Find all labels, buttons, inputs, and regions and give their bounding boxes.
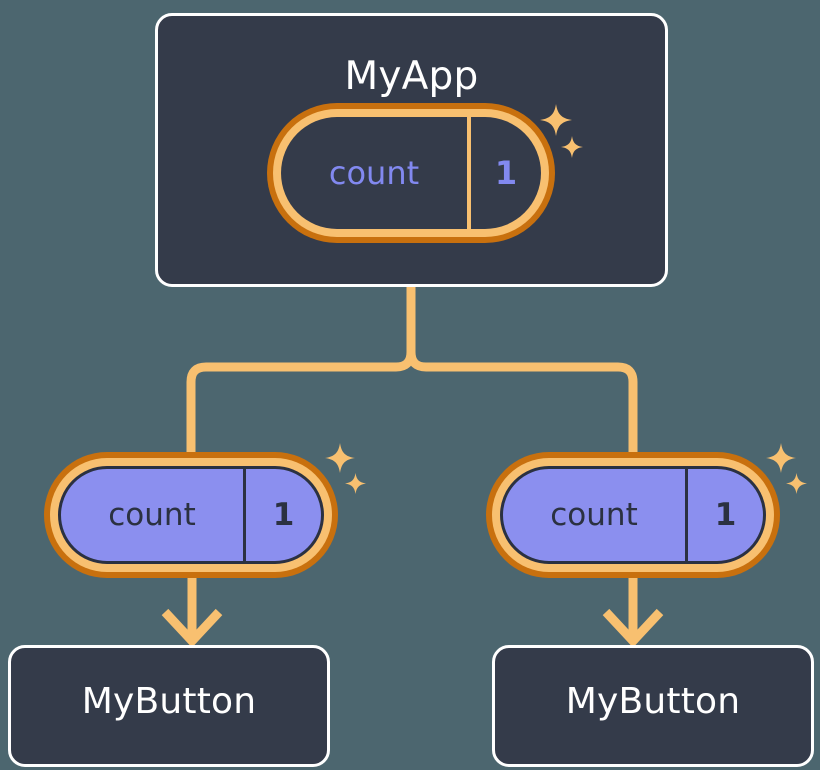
component-label-mybutton-right: MyButton (565, 681, 741, 722)
pill-divider (467, 117, 471, 229)
state-key-label: count (108, 497, 196, 533)
state-value-label: 1 (272, 497, 295, 533)
state-pill-left[interactable]: count 1 (44, 452, 338, 578)
wire-root-to-right (406, 282, 638, 460)
pill-content: count 1 (281, 117, 541, 229)
sparkle-icon (786, 473, 807, 494)
sparkle-icon (345, 473, 366, 494)
sparkle-icon (766, 443, 796, 473)
component-label-mybutton-left: MyButton (81, 681, 257, 722)
component-card-mybutton-right[interactable]: MyButton (492, 645, 814, 767)
arrow-head-left (161, 608, 223, 648)
arrow-head-right (602, 608, 664, 648)
state-value-label: 1 (494, 154, 518, 192)
state-key-label: count (328, 154, 420, 192)
pill-content: count 1 (500, 466, 766, 564)
pill-content: count 1 (58, 466, 324, 564)
component-card-mybutton-left[interactable]: MyButton (8, 645, 330, 767)
state-key-label: count (550, 497, 638, 533)
pill-divider (685, 469, 688, 561)
state-pill-myapp[interactable]: count 1 (267, 103, 555, 243)
pill-divider (243, 469, 246, 561)
wire-root-to-left (186, 282, 416, 460)
component-label-myapp: MyApp (344, 54, 479, 99)
state-pill-right[interactable]: count 1 (486, 452, 780, 578)
sparkle-icon (325, 443, 355, 473)
state-value-label: 1 (714, 497, 737, 533)
